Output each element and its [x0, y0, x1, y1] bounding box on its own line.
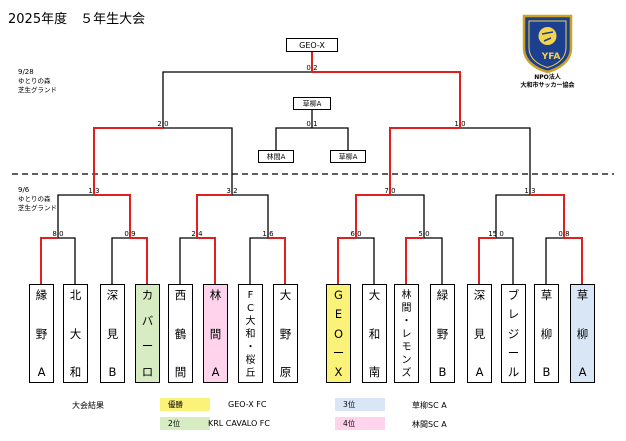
qf-score-3: 7 0	[384, 187, 396, 195]
venue-top-date: 9/28	[18, 68, 34, 76]
rank-2-team: KRL CAVALO FC	[208, 419, 270, 428]
page-title: 2025年度 ５年生大会	[8, 12, 146, 27]
final-score: 0 2	[306, 64, 318, 72]
r1-score-2: 0 9	[124, 230, 136, 238]
venue-bottom-date: 9/6	[18, 186, 30, 194]
sf-score-right: 1 0	[454, 120, 466, 128]
qf-score-1: 1 3	[88, 187, 100, 195]
rank-3-team: 草柳SC A	[412, 401, 447, 410]
r1-score-7: 15 0	[488, 230, 504, 238]
venue-bottom-place: ゆとりの森	[18, 195, 51, 203]
rank-1-label: 優勝	[160, 398, 210, 411]
rank-1-team: GEO-X FC	[228, 400, 267, 409]
team-box-10: 大和南	[362, 284, 387, 383]
results-heading: 大会結果	[72, 401, 104, 410]
r1-score-3: 2 4	[191, 230, 203, 238]
organizer-label: NPO法人 大和市サッカー協会	[505, 74, 590, 90]
team-box-5: 西鶴間	[168, 284, 193, 383]
third-score: 0 1	[306, 120, 318, 128]
organizer-name2: 大和市サッカー協会	[520, 82, 575, 89]
rank-3-label: 3位	[335, 398, 385, 411]
sf-loser-left: 林間A	[258, 150, 294, 163]
team-box-2: 北大和	[63, 284, 88, 383]
third-place-box: 草柳A	[293, 97, 331, 110]
sf-loser-right: 草柳A	[330, 150, 366, 163]
team-box-14: ブレジール	[501, 284, 526, 383]
rank-2-label: 2位	[160, 417, 210, 430]
venue-top-ground: 芝生グランド	[18, 86, 57, 94]
team-box-11: 林間・レモンズ	[394, 284, 419, 383]
team-box-8: 大野原	[273, 284, 298, 383]
champion-box: GEO-X	[286, 38, 338, 52]
organizer-name: NPO法人	[534, 74, 561, 81]
venue-top: 9/28 ゆとりの森 芝生グランド	[18, 68, 57, 95]
team-box-4: カバーロ	[135, 284, 160, 383]
r1-score-5: 6 0	[350, 230, 362, 238]
logo-text: YFA	[541, 52, 561, 62]
venue-bottom: 9/6 ゆとりの森 芝生グランド	[18, 186, 57, 213]
venue-bottom-ground: 芝生グランド	[18, 204, 57, 212]
rank-4-label: 4位	[335, 417, 385, 430]
yfa-logo: YFA	[522, 14, 573, 74]
rank-4-team: 林間SC A	[412, 420, 447, 429]
sf-score-left: 2 0	[157, 120, 169, 128]
qf-score-2: 3 2	[226, 187, 238, 195]
qf-score-4: 1 3	[524, 187, 536, 195]
venue-top-place: ゆとりの森	[18, 77, 51, 85]
r1-score-6: 5 0	[418, 230, 430, 238]
r1-score-4: 1 6	[262, 230, 274, 238]
r1-score-1: 8 0	[52, 230, 64, 238]
r1-score-8: 0 8	[558, 230, 570, 238]
